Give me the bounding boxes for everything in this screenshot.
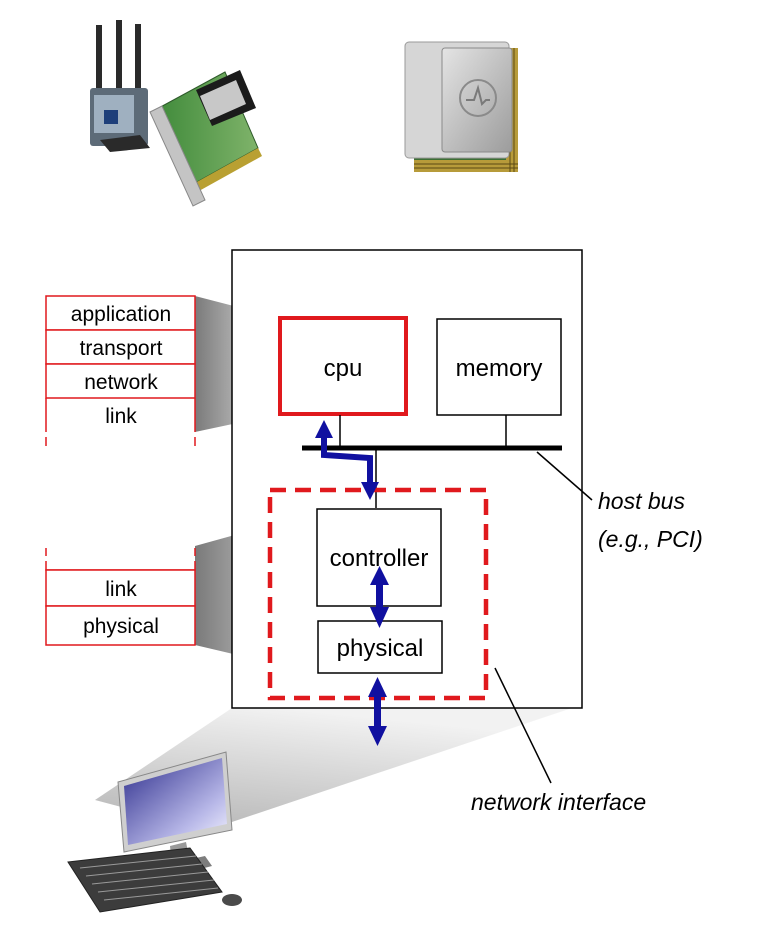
stack-layer-link-lower: link <box>105 578 137 601</box>
controller-physical-arrow <box>370 566 389 628</box>
host-bus-pointer <box>536 451 593 501</box>
memory-box <box>436 318 562 416</box>
cpu-box <box>278 316 408 416</box>
host-bus-label: host bus <box>598 488 685 514</box>
physical-network-arrow <box>368 677 387 746</box>
desktop-computer-icon <box>67 751 242 913</box>
stack-layer-network: network <box>84 371 158 394</box>
stack-layer-transport: transport <box>80 337 163 360</box>
stack-layer-physical: physical <box>83 615 159 638</box>
physical-label: physical <box>337 635 424 662</box>
host-bus-example: (e.g., PCI) <box>598 526 703 552</box>
stack-layer-link-upper: link <box>105 405 137 428</box>
network-interface-label: network interface <box>471 789 646 815</box>
stack-layer-application: application <box>71 303 171 326</box>
wireless-nic-card-icon <box>90 20 262 207</box>
lower-protocol-stack: link physical <box>45 548 196 646</box>
cpu-to-controller-arrow <box>315 420 379 500</box>
cpu-label: cpu <box>324 355 363 382</box>
memory-label: memory <box>456 355 543 382</box>
upper-protocol-stack: application transport network link <box>45 295 196 446</box>
network-interface-pointer <box>494 667 552 784</box>
chip-icon <box>404 41 518 172</box>
